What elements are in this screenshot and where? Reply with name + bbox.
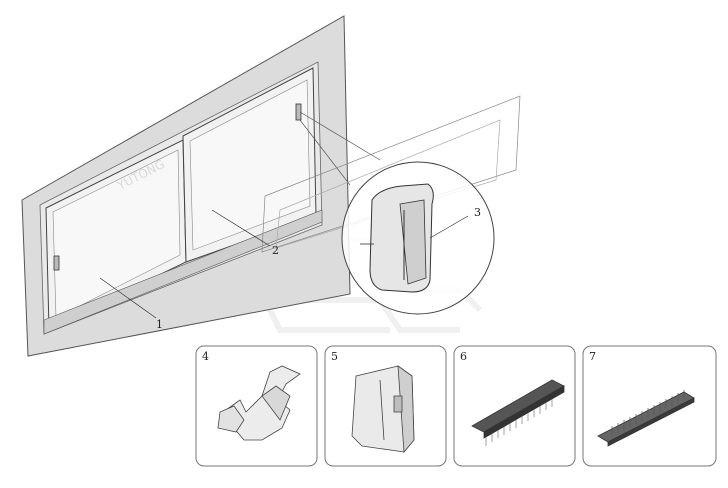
panel-7-label: 7 (589, 350, 596, 363)
clip-part (217, 365, 301, 441)
magnifier-detail (341, 161, 495, 315)
panel-4-label: 4 (202, 350, 209, 363)
panel-5: 5 (324, 345, 447, 467)
callout-3: 3 (474, 206, 481, 219)
right-glass (189, 79, 311, 251)
left-glass (52, 149, 181, 319)
panel-6-label: 6 (460, 350, 467, 363)
panel-6: 6 (453, 345, 576, 467)
callout-2: 2 (272, 244, 279, 257)
bottom-rail (43, 209, 323, 335)
panel-4: 4 (195, 345, 318, 467)
brush-strip-part (471, 379, 565, 446)
panel-7: 7 (582, 345, 717, 467)
profile-part (351, 365, 415, 454)
window-assembly: YUTONG (21, 15, 351, 357)
leader-lines (261, 95, 521, 253)
callout-1: 1 (156, 318, 163, 331)
seal-profile-inner (399, 199, 427, 285)
left-handle (53, 255, 60, 271)
pile-strip-part (597, 390, 695, 447)
callout-leaders (99, 209, 271, 319)
panel-5-label: 5 (331, 350, 338, 363)
right-handle (295, 103, 302, 121)
